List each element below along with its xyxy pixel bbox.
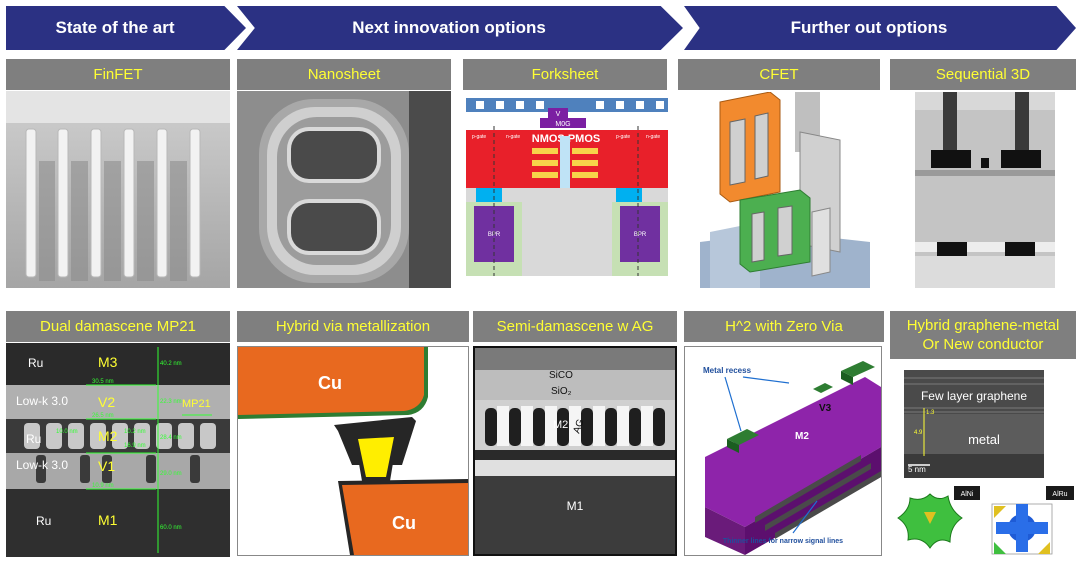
graphene-scale: 5 nm (908, 465, 926, 474)
graphene-metal: metal (968, 432, 1000, 447)
h2-zero-via-diagram: Metal recess V3 M2 Thinner lines for nar… (684, 346, 882, 556)
semi-damascene-ag: AG (571, 417, 586, 435)
dd-dim-3: 22.3 nm (160, 399, 182, 405)
dd-lowk-top: Low-k 3.0 (16, 394, 68, 408)
sequential-3d-image (915, 92, 1055, 288)
dd-ru-top: Ru (28, 356, 43, 370)
semi-damascene-sio2: SiO₂ (551, 386, 572, 397)
header-next-innovation: Next innovation options (237, 6, 683, 50)
dd-dim-11: 60.0 nm (160, 525, 182, 531)
semi-damascene-image: SiCO SiO₂ M2 AG M1 (473, 346, 677, 556)
caption-sequential-3d: Sequential 3D (890, 59, 1076, 90)
alni-structure: AlNi (890, 484, 982, 560)
dd-dim-8: 28.4 nm (160, 435, 182, 441)
caption-nanosheet: Nanosheet (237, 59, 451, 90)
h2-v3: V3 (819, 403, 832, 414)
semi-damascene-sico: SiCO (549, 370, 573, 381)
graphene-dim-top: 1.3 (926, 410, 935, 416)
caption-hybrid-graphene: Hybrid graphene-metal Or New conductor (890, 311, 1076, 359)
semi-damascene-m1: M1 (567, 499, 584, 513)
caption-h2-zero-via: H^2 with Zero Via (684, 311, 884, 342)
graphene-image: Few layer graphene metal 5 nm 1.3 4.9 (904, 370, 1044, 478)
forksheet-ngate-left: n-gate (506, 134, 520, 140)
dd-m3: M3 (98, 354, 118, 370)
dd-dim-2: 30.5 nm (92, 379, 114, 385)
forksheet-mdg-label: M0G (555, 121, 570, 128)
header-label: State of the art (55, 18, 175, 37)
nanosheet-image (237, 91, 451, 288)
graphene-few-layer: Few layer graphene (921, 389, 1027, 403)
dd-ru-mid: Ru (26, 432, 41, 446)
dd-dim-5: 10.0 nm (56, 429, 78, 435)
dd-dim-7: 16.9 nm (124, 443, 146, 449)
dd-v1: V1 (98, 458, 115, 474)
header-state-of-the-art: State of the art (6, 6, 246, 50)
h2-thinner-lines: Thinner lines for narrow signal lines (723, 538, 843, 545)
dd-m1: M1 (98, 512, 118, 528)
dd-dim-4: 26.5 nm (92, 413, 114, 419)
dd-lowk-bottom: Low-k 3.0 (16, 458, 68, 472)
h2-m2: M2 (795, 431, 809, 442)
forksheet-bpr-right: BPR (634, 232, 647, 238)
cfet-diagram (700, 92, 870, 288)
forksheet-ngate-right: n-gate (646, 134, 660, 140)
hybrid-via-cu-top: Cu (318, 373, 342, 393)
header-further-out: Further out options (684, 6, 1076, 50)
alru-label: AlRu (1052, 491, 1067, 498)
h2-metal-recess: Metal recess (703, 366, 752, 375)
dd-dim-9: 29.0 nm (160, 471, 182, 477)
dd-dim-1: 40.2 nm (160, 361, 182, 367)
dd-m2: M2 (98, 428, 118, 444)
semi-damascene-m2: M2 (553, 419, 568, 431)
dual-damascene-image: Ru Low-k 3.0 Ru Low-k 3.0 Ru M3 V2 M2 V1… (6, 343, 230, 557)
finfet-image (6, 91, 230, 288)
header-label: Further out options (790, 18, 948, 37)
caption-finfet: FinFET (6, 59, 230, 90)
graphene-dim-side: 4.9 (914, 430, 923, 436)
caption-dual-damascene: Dual damascene MP21 (6, 311, 230, 342)
caption-hybrid-via: Hybrid via metallization (237, 311, 469, 342)
dd-dim-6: 10.2 nm (124, 429, 146, 435)
forksheet-gate-label: V (556, 111, 561, 118)
hybrid-via-diagram: Cu Cu (237, 346, 469, 556)
dd-dim-10: 10.9 nm (92, 483, 114, 489)
forksheet-pgate-right: p-gate (616, 134, 630, 140)
alni-label: AlNi (961, 491, 974, 498)
dd-ru-bottom: Ru (36, 514, 51, 528)
header-label: Next innovation options (352, 18, 546, 37)
hybrid-via-cu-bottom: Cu (392, 513, 416, 533)
forksheet-diagram: V M0G NMOS PMOS p-gate n-gate p-gate n-g… (466, 96, 668, 276)
dd-v2: V2 (98, 394, 115, 410)
forksheet-pgate-left: p-gate (472, 134, 486, 140)
caption-cfet: CFET (678, 59, 880, 90)
caption-forksheet: Forksheet (463, 59, 667, 90)
caption-semi-damascene: Semi-damascene w AG (473, 311, 677, 342)
alru-structure: AlRu (984, 484, 1076, 560)
dd-mp21: MP21 (182, 398, 211, 410)
